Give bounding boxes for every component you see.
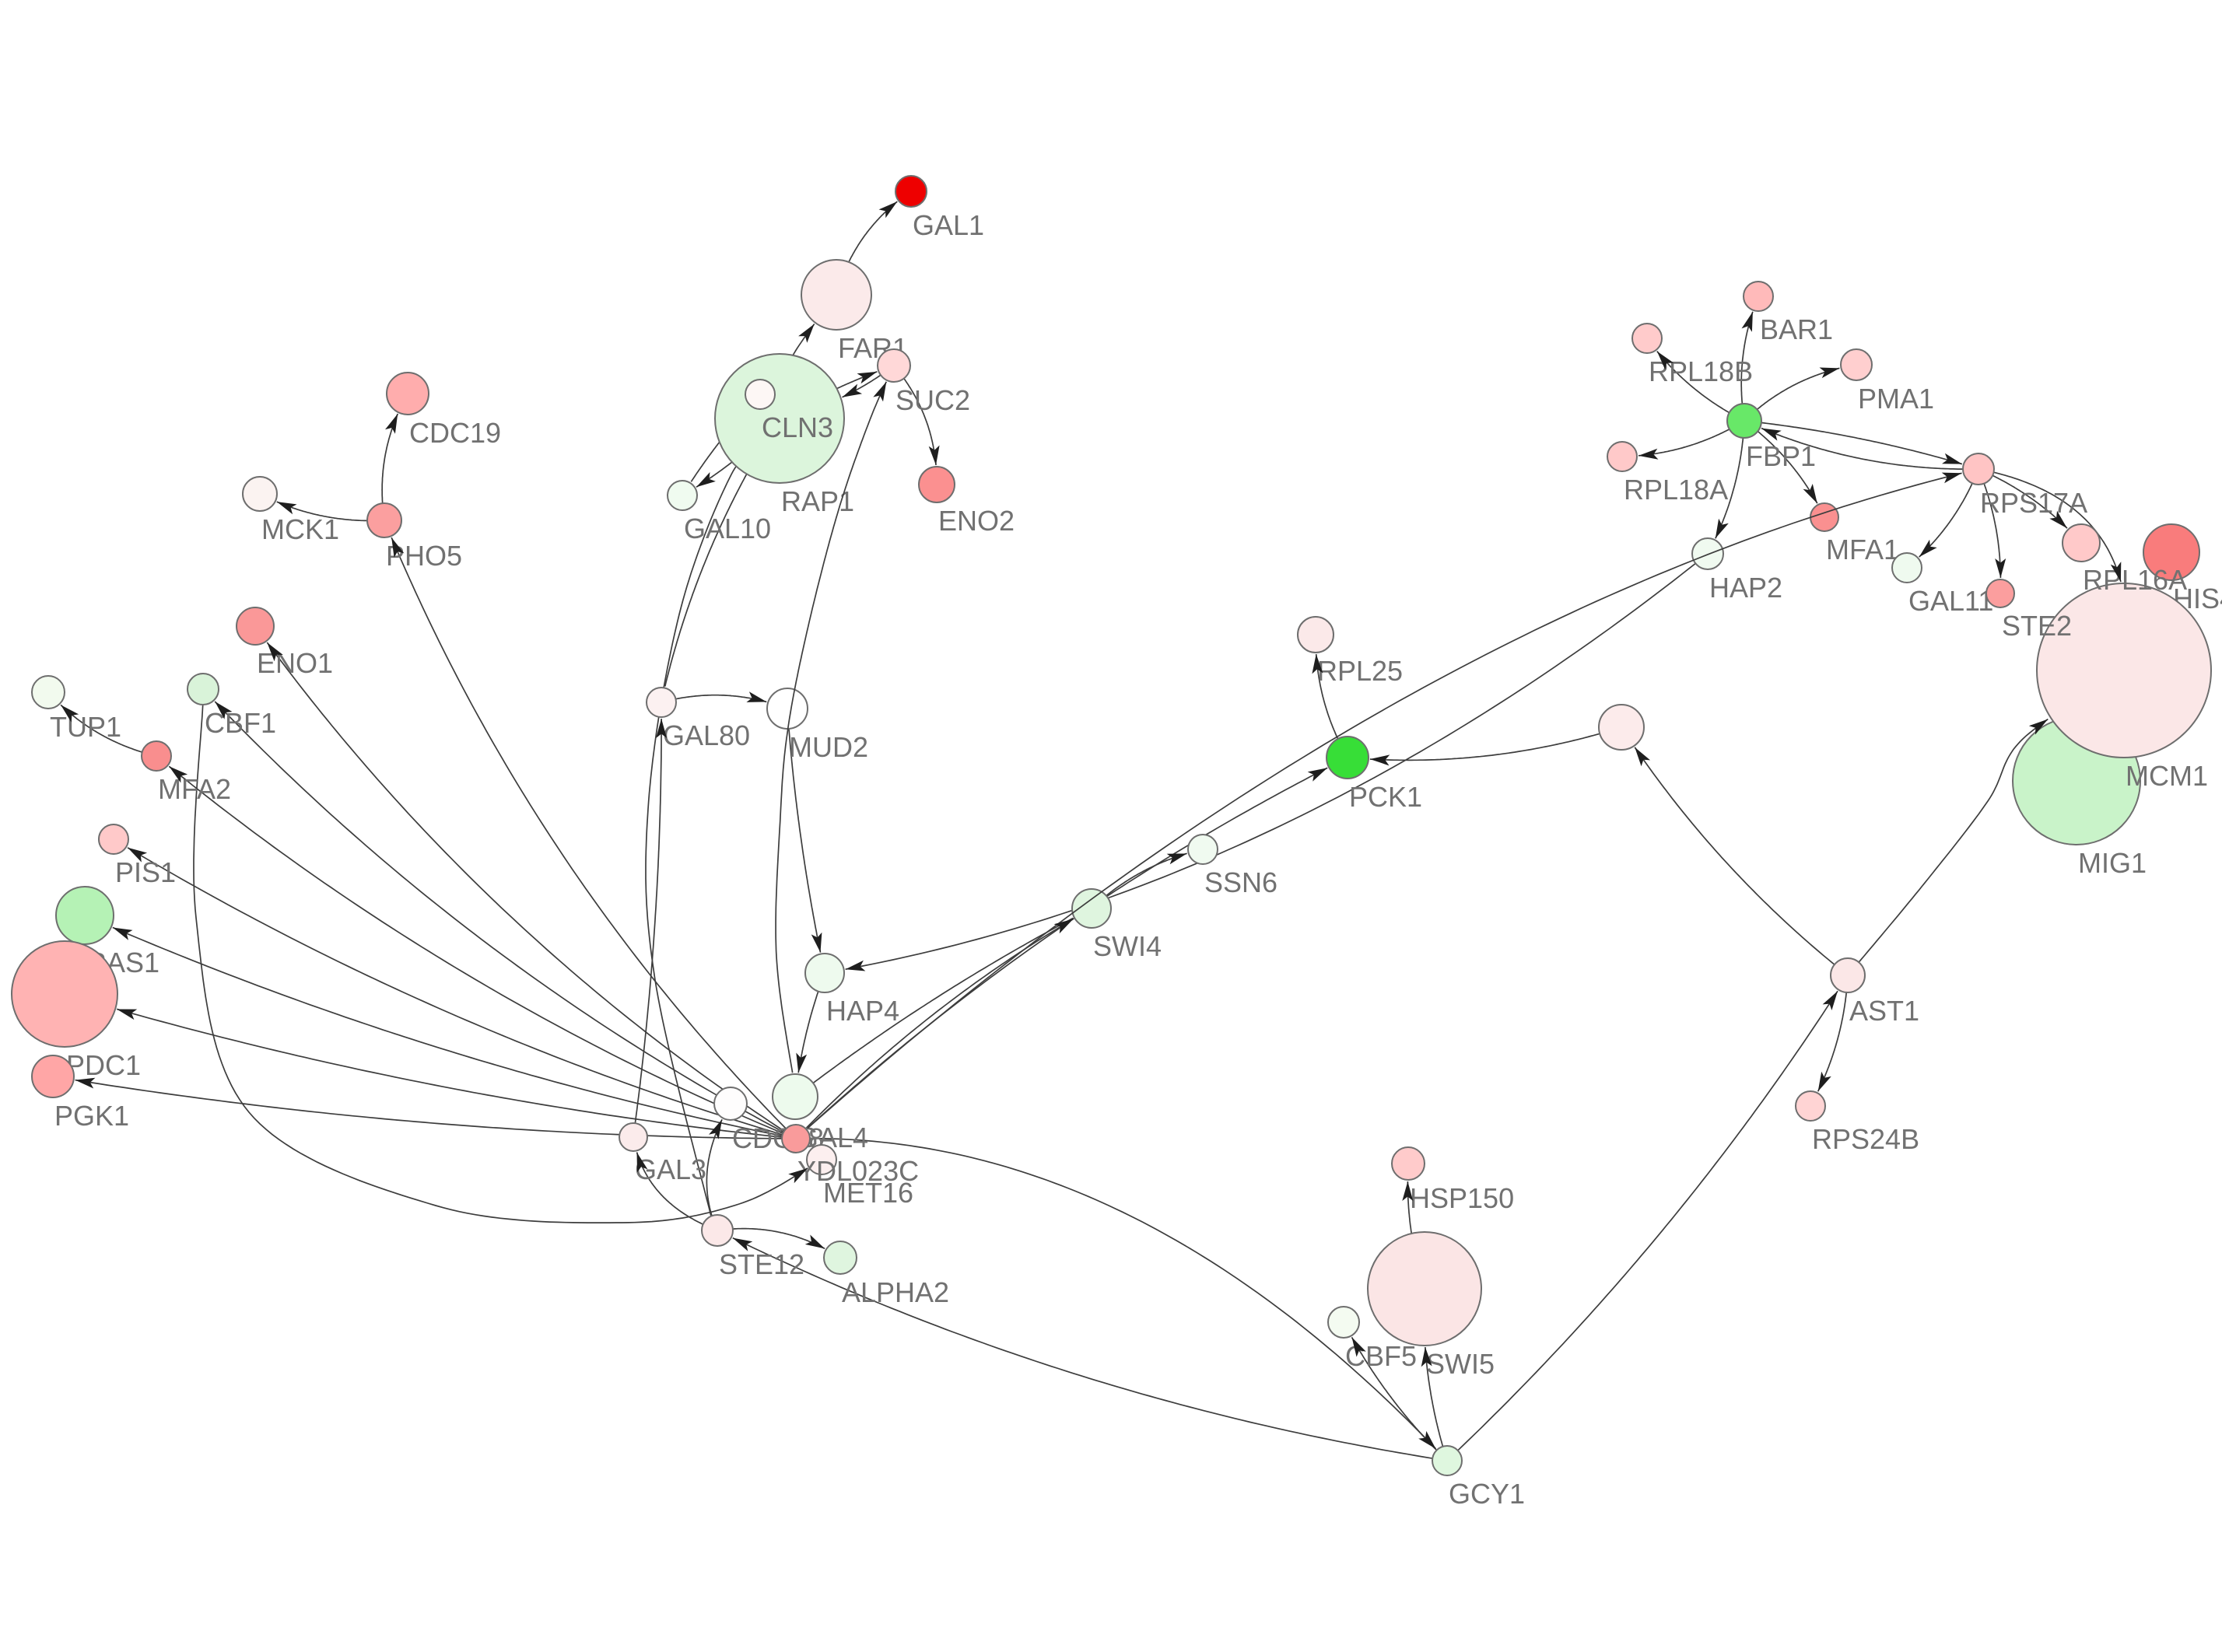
svg-text:HAP4: HAP4 [826, 995, 899, 1027]
svg-text:CBF1: CBF1 [205, 707, 276, 739]
svg-text:GAL3: GAL3 [635, 1153, 706, 1185]
svg-text:YDL023C: YDL023C [797, 1155, 919, 1187]
svg-text:ENO2: ENO2 [938, 505, 1015, 537]
svg-text:RPL25: RPL25 [1317, 655, 1403, 687]
svg-text:RPL16A: RPL16A [2083, 564, 2187, 596]
svg-text:FBP1: FBP1 [1746, 440, 1816, 472]
svg-text:PGK1: PGK1 [54, 1100, 129, 1132]
svg-text:CDC19: CDC19 [409, 417, 501, 449]
svg-text:MFA1: MFA1 [1826, 534, 1899, 565]
svg-text:RPS17A: RPS17A [1980, 487, 2087, 519]
svg-text:GAL10: GAL10 [684, 513, 771, 544]
svg-text:STE12: STE12 [719, 1248, 804, 1280]
svg-text:AST1: AST1 [1849, 995, 1919, 1027]
svg-text:PIS1: PIS1 [115, 856, 176, 888]
svg-text:TUP1: TUP1 [50, 711, 121, 743]
svg-text:RAP1: RAP1 [781, 485, 854, 517]
svg-text:ENO1: ENO1 [257, 647, 333, 679]
svg-text:MFA2: MFA2 [158, 773, 231, 805]
svg-text:SWI5: SWI5 [1426, 1348, 1495, 1380]
svg-text:GAL11: GAL11 [1908, 585, 1993, 617]
svg-text:ALPHA2: ALPHA2 [842, 1276, 949, 1308]
svg-text:CLN3: CLN3 [762, 411, 833, 443]
svg-text:BAR1: BAR1 [1760, 313, 1833, 345]
svg-text:PDC1: PDC1 [66, 1049, 141, 1081]
svg-text:HSP150: HSP150 [1410, 1182, 1514, 1214]
svg-text:PHO5: PHO5 [386, 540, 462, 572]
svg-text:GCY1: GCY1 [1449, 1478, 1525, 1510]
svg-text:SWI4: SWI4 [1093, 930, 1162, 962]
svg-text:MCK1: MCK1 [261, 513, 339, 545]
svg-text:MIG1: MIG1 [2078, 847, 2147, 879]
svg-text:HAP2: HAP2 [1709, 572, 1782, 604]
svg-text:GAL1: GAL1 [913, 209, 984, 241]
svg-text:STE2: STE2 [2002, 610, 2072, 642]
svg-text:SSN6: SSN6 [1204, 866, 1277, 898]
svg-text:RPL18A: RPL18A [1624, 474, 1728, 506]
svg-text:PCK1: PCK1 [1349, 781, 1422, 813]
svg-text:MUD2: MUD2 [789, 731, 868, 763]
svg-text:SUC2: SUC2 [895, 384, 970, 416]
svg-text:PMA1: PMA1 [1858, 383, 1934, 415]
svg-text:MET16: MET16 [823, 1177, 913, 1209]
svg-text:RPS24B: RPS24B [1812, 1123, 1919, 1155]
svg-text:MCM1: MCM1 [2126, 760, 2208, 792]
svg-text:GAL80: GAL80 [663, 719, 750, 751]
